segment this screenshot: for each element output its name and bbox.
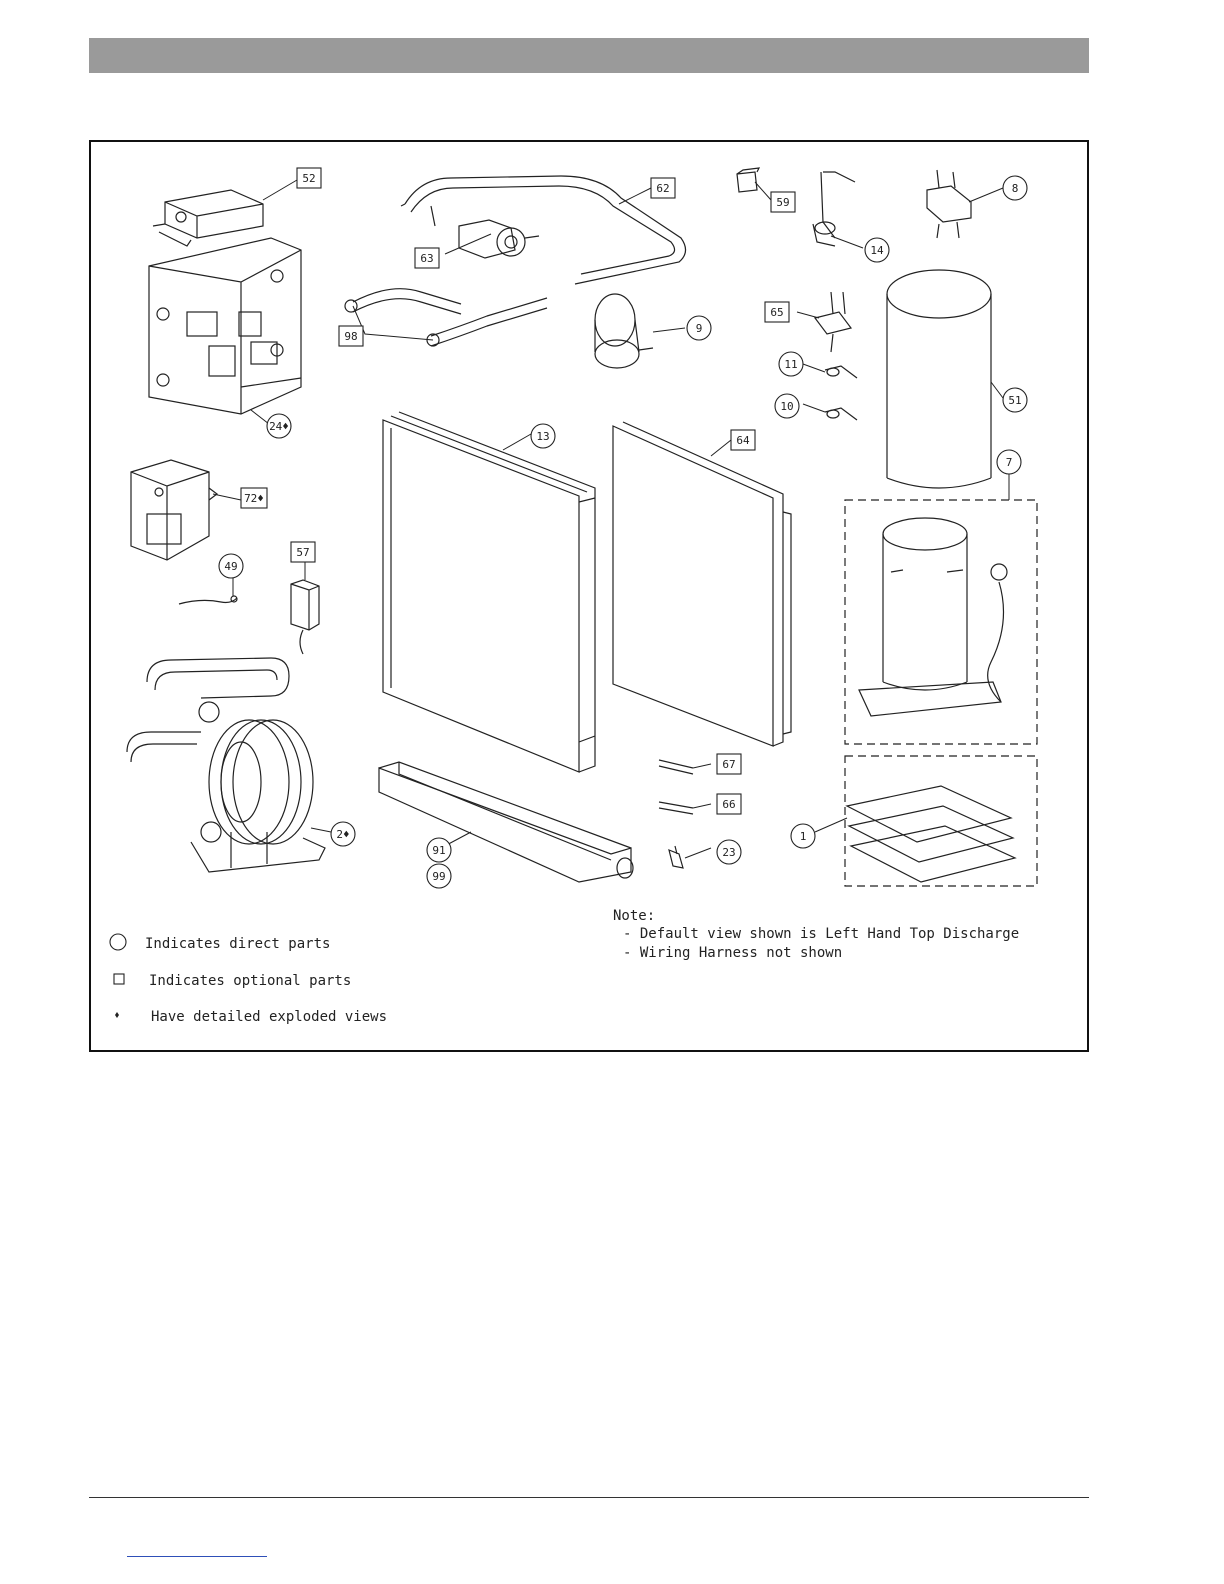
footer-link-underline[interactable] bbox=[127, 1556, 267, 1557]
callout-99: 99 bbox=[432, 870, 445, 883]
callout-24: 24♦ bbox=[269, 420, 289, 433]
callout-9: 9 bbox=[696, 322, 703, 335]
part-hoses bbox=[345, 289, 547, 346]
callout-52: 52 bbox=[302, 172, 315, 185]
part-expansion-valve bbox=[815, 292, 851, 352]
callout-2: 2♦ bbox=[336, 828, 349, 841]
part-filter-drier bbox=[595, 294, 653, 368]
legend-circle-symbol bbox=[110, 934, 126, 950]
legend-exploded-views: Have detailed exploded views bbox=[151, 1009, 387, 1025]
part-service-valve bbox=[813, 172, 855, 246]
notes: Note: - Default view shown is Left Hand … bbox=[613, 908, 1019, 961]
legend-diamond-symbol bbox=[115, 1012, 119, 1018]
callout-62: 62 bbox=[656, 182, 669, 195]
callout-11: 11 bbox=[784, 358, 797, 371]
part-mounting-pads bbox=[847, 786, 1015, 882]
part-contactor-box bbox=[131, 460, 217, 560]
callout-8: 8 bbox=[1012, 182, 1019, 195]
note-line-2: - Wiring Harness not shown bbox=[623, 945, 842, 961]
callout-64: 64 bbox=[736, 434, 750, 447]
callout-labels: 52 62 59 8 14 63 98 9 65 11 10 51 24♦ 13… bbox=[224, 172, 1021, 883]
note-heading: Note: bbox=[613, 908, 655, 924]
part-reversing-valve bbox=[927, 170, 971, 238]
part-sensor bbox=[179, 596, 237, 604]
part-coax-coil bbox=[127, 658, 325, 872]
callout-72: 72♦ bbox=[244, 492, 264, 505]
part-fittings bbox=[825, 366, 857, 420]
part-compressor bbox=[859, 518, 1007, 716]
part-pump bbox=[459, 220, 539, 258]
part-side-panel bbox=[613, 422, 791, 746]
callout-57: 57 bbox=[296, 546, 309, 559]
exploded-parts-diagram: 52 62 59 8 14 63 98 9 65 11 10 51 24♦ 13… bbox=[91, 142, 1087, 1050]
callout-63: 63 bbox=[420, 252, 433, 265]
header-bar bbox=[89, 38, 1089, 73]
callout-67: 67 bbox=[722, 758, 735, 771]
compressor-group-outline bbox=[845, 500, 1037, 744]
part-grommet bbox=[737, 168, 759, 192]
callout-59: 59 bbox=[776, 196, 789, 209]
part-condenser-coil bbox=[383, 412, 595, 772]
part-pins bbox=[659, 760, 693, 814]
parts-diagram-frame: 52 62 59 8 14 63 98 9 65 11 10 51 24♦ 13… bbox=[89, 140, 1089, 1052]
part-transformer bbox=[153, 190, 263, 246]
callout-98: 98 bbox=[344, 330, 357, 343]
part-compressor-jacket bbox=[887, 270, 991, 488]
callout-23: 23 bbox=[722, 846, 735, 859]
part-control-box bbox=[149, 238, 301, 414]
callout-1: 1 bbox=[800, 830, 807, 843]
footer-rule bbox=[89, 1497, 1089, 1498]
callout-66: 66 bbox=[722, 798, 735, 811]
legend-square-symbol bbox=[114, 974, 124, 984]
legend: Indicates direct parts Indicates optiona… bbox=[110, 934, 387, 1025]
callout-51: 51 bbox=[1008, 394, 1021, 407]
part-drain-pan bbox=[379, 762, 633, 882]
part-bracket bbox=[669, 846, 683, 868]
callout-14: 14 bbox=[870, 244, 884, 257]
part-relay bbox=[291, 580, 319, 654]
legend-optional-parts: Indicates optional parts bbox=[149, 973, 351, 989]
legend-direct-parts: Indicates direct parts bbox=[145, 936, 330, 952]
callout-10: 10 bbox=[780, 400, 793, 413]
callout-65: 65 bbox=[770, 306, 783, 319]
callout-91: 91 bbox=[432, 844, 445, 857]
callout-49: 49 bbox=[224, 560, 237, 573]
note-line-1: - Default view shown is Left Hand Top Di… bbox=[623, 926, 1019, 942]
callout-7: 7 bbox=[1006, 456, 1013, 469]
callout-13: 13 bbox=[536, 430, 549, 443]
